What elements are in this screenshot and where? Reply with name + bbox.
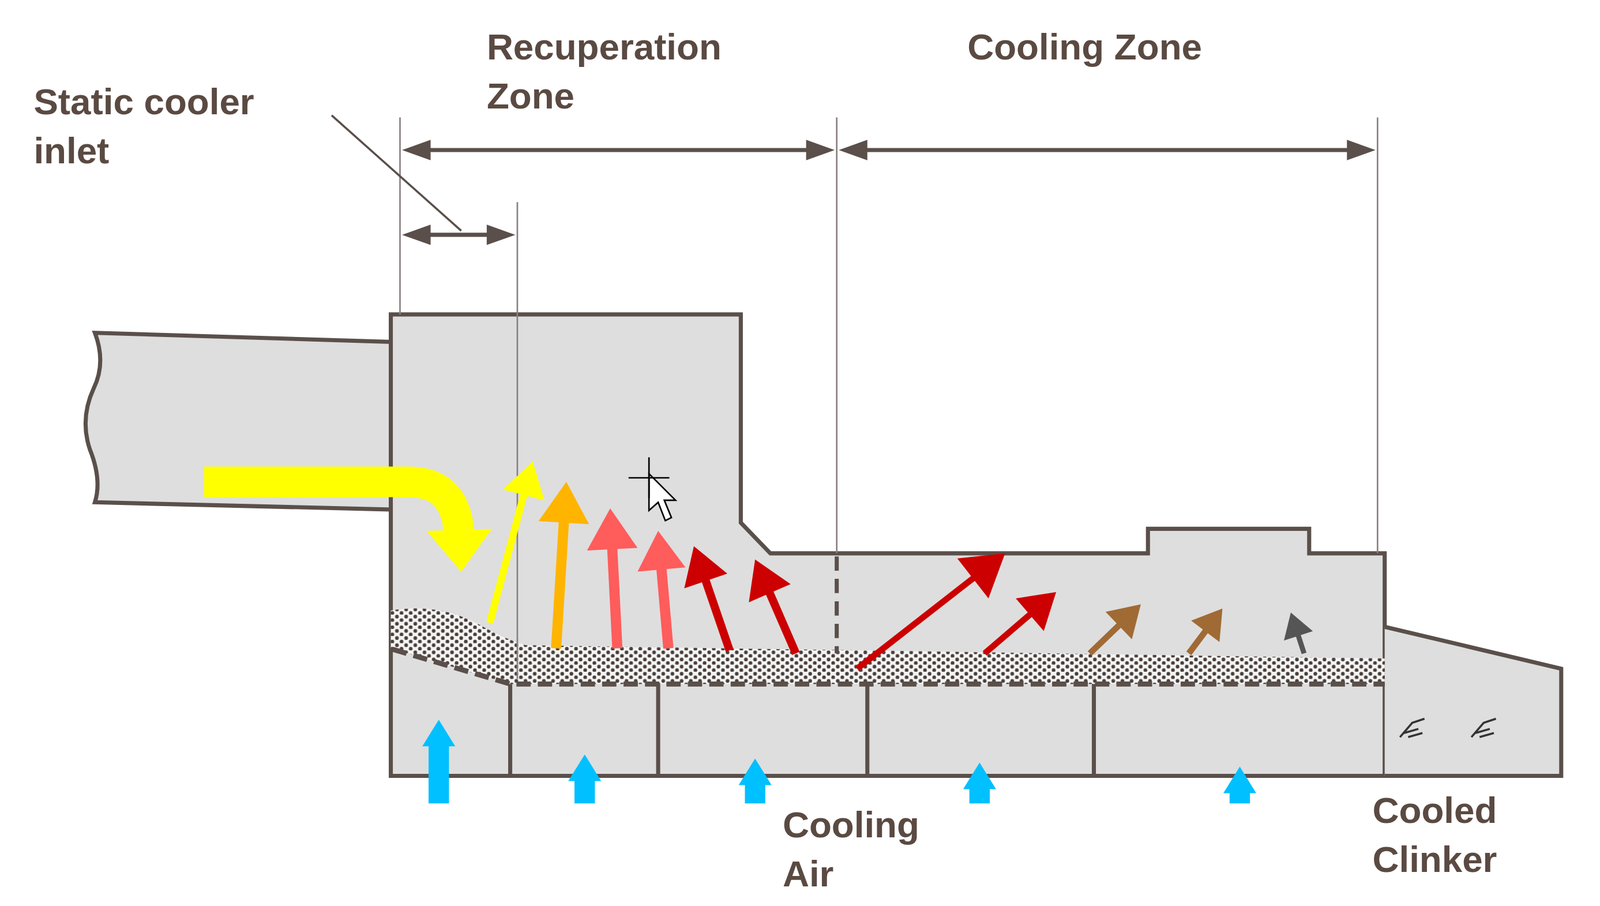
hot-air-arrow-head <box>587 508 638 551</box>
hot-air-arrow-head <box>957 553 1006 599</box>
hot-air-arrow <box>1188 629 1207 653</box>
hot-air-arrow <box>556 520 565 648</box>
flow-arrows <box>204 461 1313 804</box>
dimension-head <box>806 139 836 160</box>
zone-label: Recuperation Zone <box>486 22 773 120</box>
dimension-head <box>402 224 431 245</box>
cooling-air-arrow <box>428 744 449 804</box>
cooling-air-arrow-head <box>568 753 602 781</box>
hot-air-arrow <box>768 591 796 654</box>
cooling-air-arrow <box>574 778 595 803</box>
hot-air-arrow <box>1297 633 1305 653</box>
zone-label: Cooled Clinker <box>1372 785 1546 883</box>
compartment-walls <box>510 683 1095 776</box>
dimension-guides <box>399 117 1378 679</box>
clinker-flow-head <box>426 528 492 572</box>
cooling-air-arrow-head <box>1223 766 1257 794</box>
zone-label: Cooling Air <box>782 800 957 897</box>
dimension-arrows <box>402 139 1376 245</box>
hot-air-arrow <box>1089 624 1121 654</box>
hot-air-arrow-head <box>684 545 728 588</box>
dimension-head <box>486 224 516 245</box>
hot-air-arrow <box>611 546 618 648</box>
cooler-housing <box>391 314 1385 776</box>
cooling-air-arrow-head <box>963 762 997 790</box>
hot-air-arrow-head <box>1191 607 1223 642</box>
hot-air-arrow <box>705 578 730 651</box>
hot-air-arrow-head <box>637 530 686 572</box>
hot-air-arrow-head <box>1105 603 1141 639</box>
hot-air-arrow <box>489 492 525 623</box>
grate <box>392 648 1385 684</box>
cooling-air-arrow <box>744 782 765 803</box>
leader-line <box>331 115 462 231</box>
clinker-pieces <box>1399 718 1496 737</box>
hot-air-arrow-head <box>748 558 791 602</box>
hot-air-arrow-head <box>1283 611 1313 641</box>
cooling-air-arrow-head <box>422 719 456 746</box>
hot-air-arrow <box>984 613 1032 653</box>
dimension-head <box>1346 139 1376 160</box>
mouse-cursor <box>628 457 676 521</box>
dimension-head <box>402 139 431 160</box>
discharge-chute <box>1384 626 1562 776</box>
dimension-line <box>412 148 825 153</box>
hot-air-arrow-head <box>538 481 590 524</box>
cooling-air-arrow <box>969 786 990 803</box>
zone-label: Static cooler inlet <box>33 77 310 175</box>
zone-divider <box>834 556 839 653</box>
dimension-line <box>849 148 1366 153</box>
dimension-head <box>838 139 868 160</box>
hot-air-arrow-head <box>502 461 545 501</box>
clinker-flow <box>204 481 460 536</box>
hot-air-arrow <box>661 566 669 648</box>
cooling-air-arrow-head <box>738 757 772 785</box>
hot-air-arrow-head <box>1015 591 1057 631</box>
hot-air-arrow <box>857 576 975 669</box>
zone-label: Cooling Zone <box>967 22 1274 71</box>
